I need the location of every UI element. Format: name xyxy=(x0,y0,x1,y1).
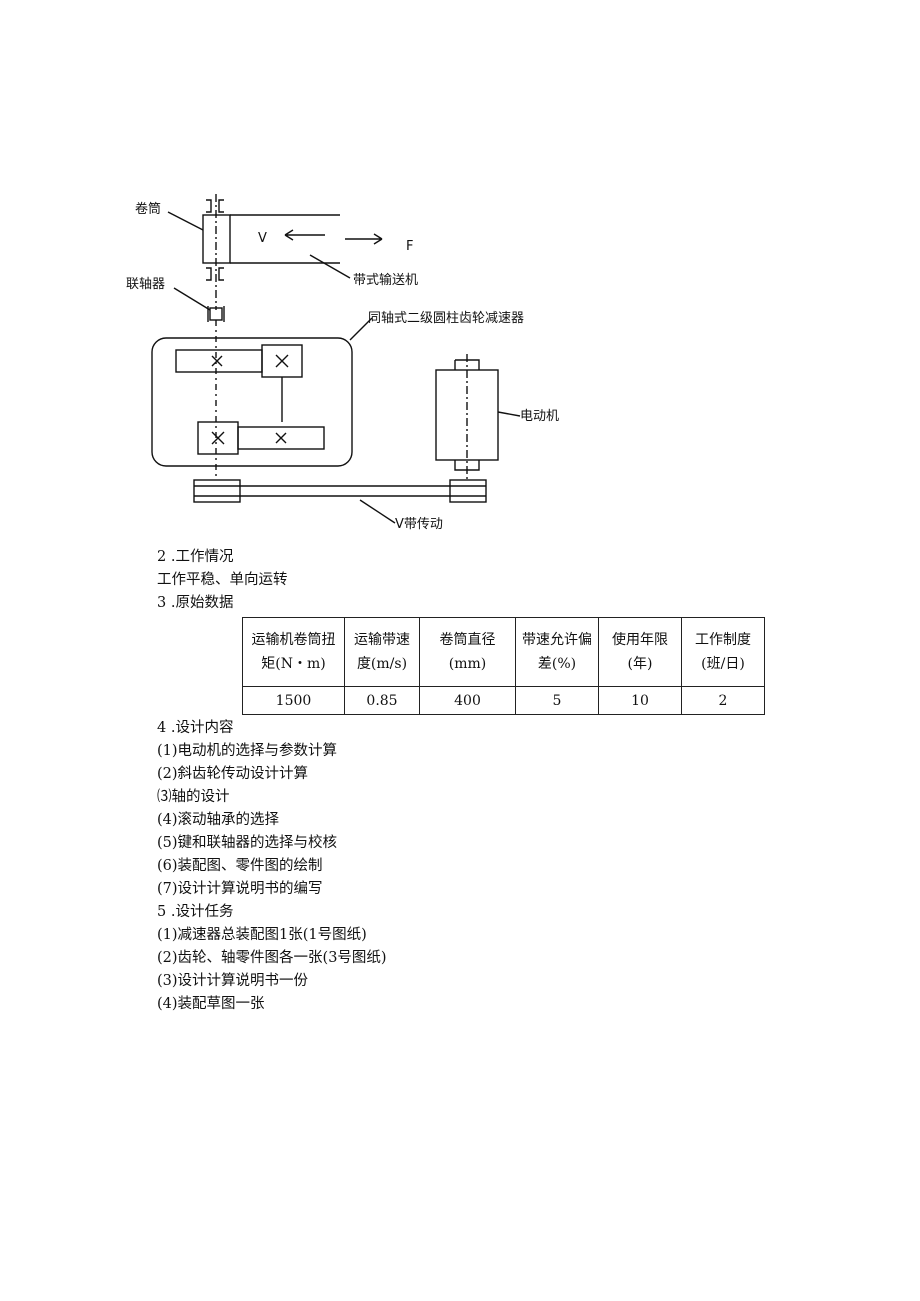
table-header-cell: 使用年限(年) xyxy=(598,617,682,687)
section-4-heading: 4 .设计内容 xyxy=(157,720,234,736)
section-2-heading: 2 .工作情况 xyxy=(157,549,234,565)
label-v-belt: V带传动 xyxy=(395,517,443,532)
leader-conveyor xyxy=(309,254,351,279)
table-cell: 5 xyxy=(515,686,599,715)
list-item: (6)装配图、零件图的绘制 xyxy=(157,858,323,874)
table-cell: 1500 xyxy=(242,686,345,715)
table-row: 1500 0.85 400 5 10 2 xyxy=(242,686,765,715)
drum-bearing-top xyxy=(206,199,224,213)
table-cell: 2 xyxy=(681,686,765,715)
transmission-schematic: 卷筒 联轴器 带式输送机 同轴式二级圆柱齿轮减速器 电动机 V带传动 V F xyxy=(126,194,559,532)
table-cell: 0.85 xyxy=(344,686,420,715)
list-item: (1)电动机的选择与参数计算 xyxy=(157,743,338,759)
list-item: (4)滚动轴承的选择 xyxy=(157,812,280,828)
label-belt-conveyor: 带式输送机 xyxy=(353,272,418,288)
leader-reducer xyxy=(349,317,373,341)
document-body: 2 .工作情况 工作平稳、单向运转 3 .原始数据 运输机卷筒扭矩(N・m) 运… xyxy=(157,546,797,1016)
table-header-cell: 运输机卷筒扭矩(N・m) xyxy=(242,617,345,687)
belt-conveyor xyxy=(230,214,340,264)
label-reducer: 同轴式二级圆柱齿轮减速器 xyxy=(368,311,524,326)
list-item: (5)键和联轴器的选择与校核 xyxy=(157,835,338,851)
leader-coupling xyxy=(173,287,211,311)
list-item: (1)减速器总装配图1张(1号图纸) xyxy=(157,927,367,943)
drum-bearing-bottom xyxy=(206,267,224,281)
label-force: F xyxy=(406,239,413,254)
list-item: (2)斜齿轮传动设计计算 xyxy=(157,766,309,782)
table-header-cell: 卷筒直径(mm) xyxy=(419,617,516,687)
pulley-right xyxy=(449,479,487,503)
label-motor: 电动机 xyxy=(520,409,559,424)
raw-data-table: 运输机卷筒扭矩(N・m) 运输带速度(m/s) 卷筒直径(mm) 带速允许偏差(… xyxy=(242,617,765,715)
pulley-left xyxy=(193,479,241,503)
section-5-heading: 5 .设计任务 xyxy=(157,904,234,920)
list-item: (4)装配草图一张 xyxy=(157,996,265,1012)
table-cell: 10 xyxy=(598,686,682,715)
section-3-heading: 3 .原始数据 xyxy=(157,595,234,611)
force-arrow xyxy=(345,233,383,245)
label-coupling: 联轴器 xyxy=(126,277,165,292)
v-belt xyxy=(194,485,486,497)
reducer-housing xyxy=(151,337,353,467)
table-header-cell: 带速允许偏差(%) xyxy=(515,617,599,687)
section-2-text: 工作平稳、单向运转 xyxy=(157,572,288,588)
list-item: (7)设计计算说明书的编写 xyxy=(157,881,323,897)
table-header-cell: 运输带速度(m/s) xyxy=(344,617,420,687)
table-header-cell: 工作制度(班/日) xyxy=(681,617,765,687)
list-item: ⑶轴的设计 xyxy=(157,789,230,805)
velocity-arrow xyxy=(284,229,325,241)
gear-1 xyxy=(175,349,263,373)
gear-4 xyxy=(237,426,325,450)
leader-motor xyxy=(497,411,521,417)
table-cell: 400 xyxy=(419,686,516,715)
list-item: (2)齿轮、轴零件图各一张(3号图纸) xyxy=(157,950,387,966)
transmission-diagram: 卷筒 联轴器 带式输送机 同轴式二级圆柱齿轮减速器 电动机 V带传动 V F xyxy=(110,180,590,540)
list-item: (3)设计计算说明书一份 xyxy=(157,973,309,989)
label-drum: 卷筒 xyxy=(135,201,161,217)
table-header-row: 运输机卷筒扭矩(N・m) 运输带速度(m/s) 卷筒直径(mm) 带速允许偏差(… xyxy=(242,617,765,687)
label-velocity: V xyxy=(258,231,267,246)
leader-drum xyxy=(167,211,204,231)
leader-vbelt xyxy=(359,499,396,524)
